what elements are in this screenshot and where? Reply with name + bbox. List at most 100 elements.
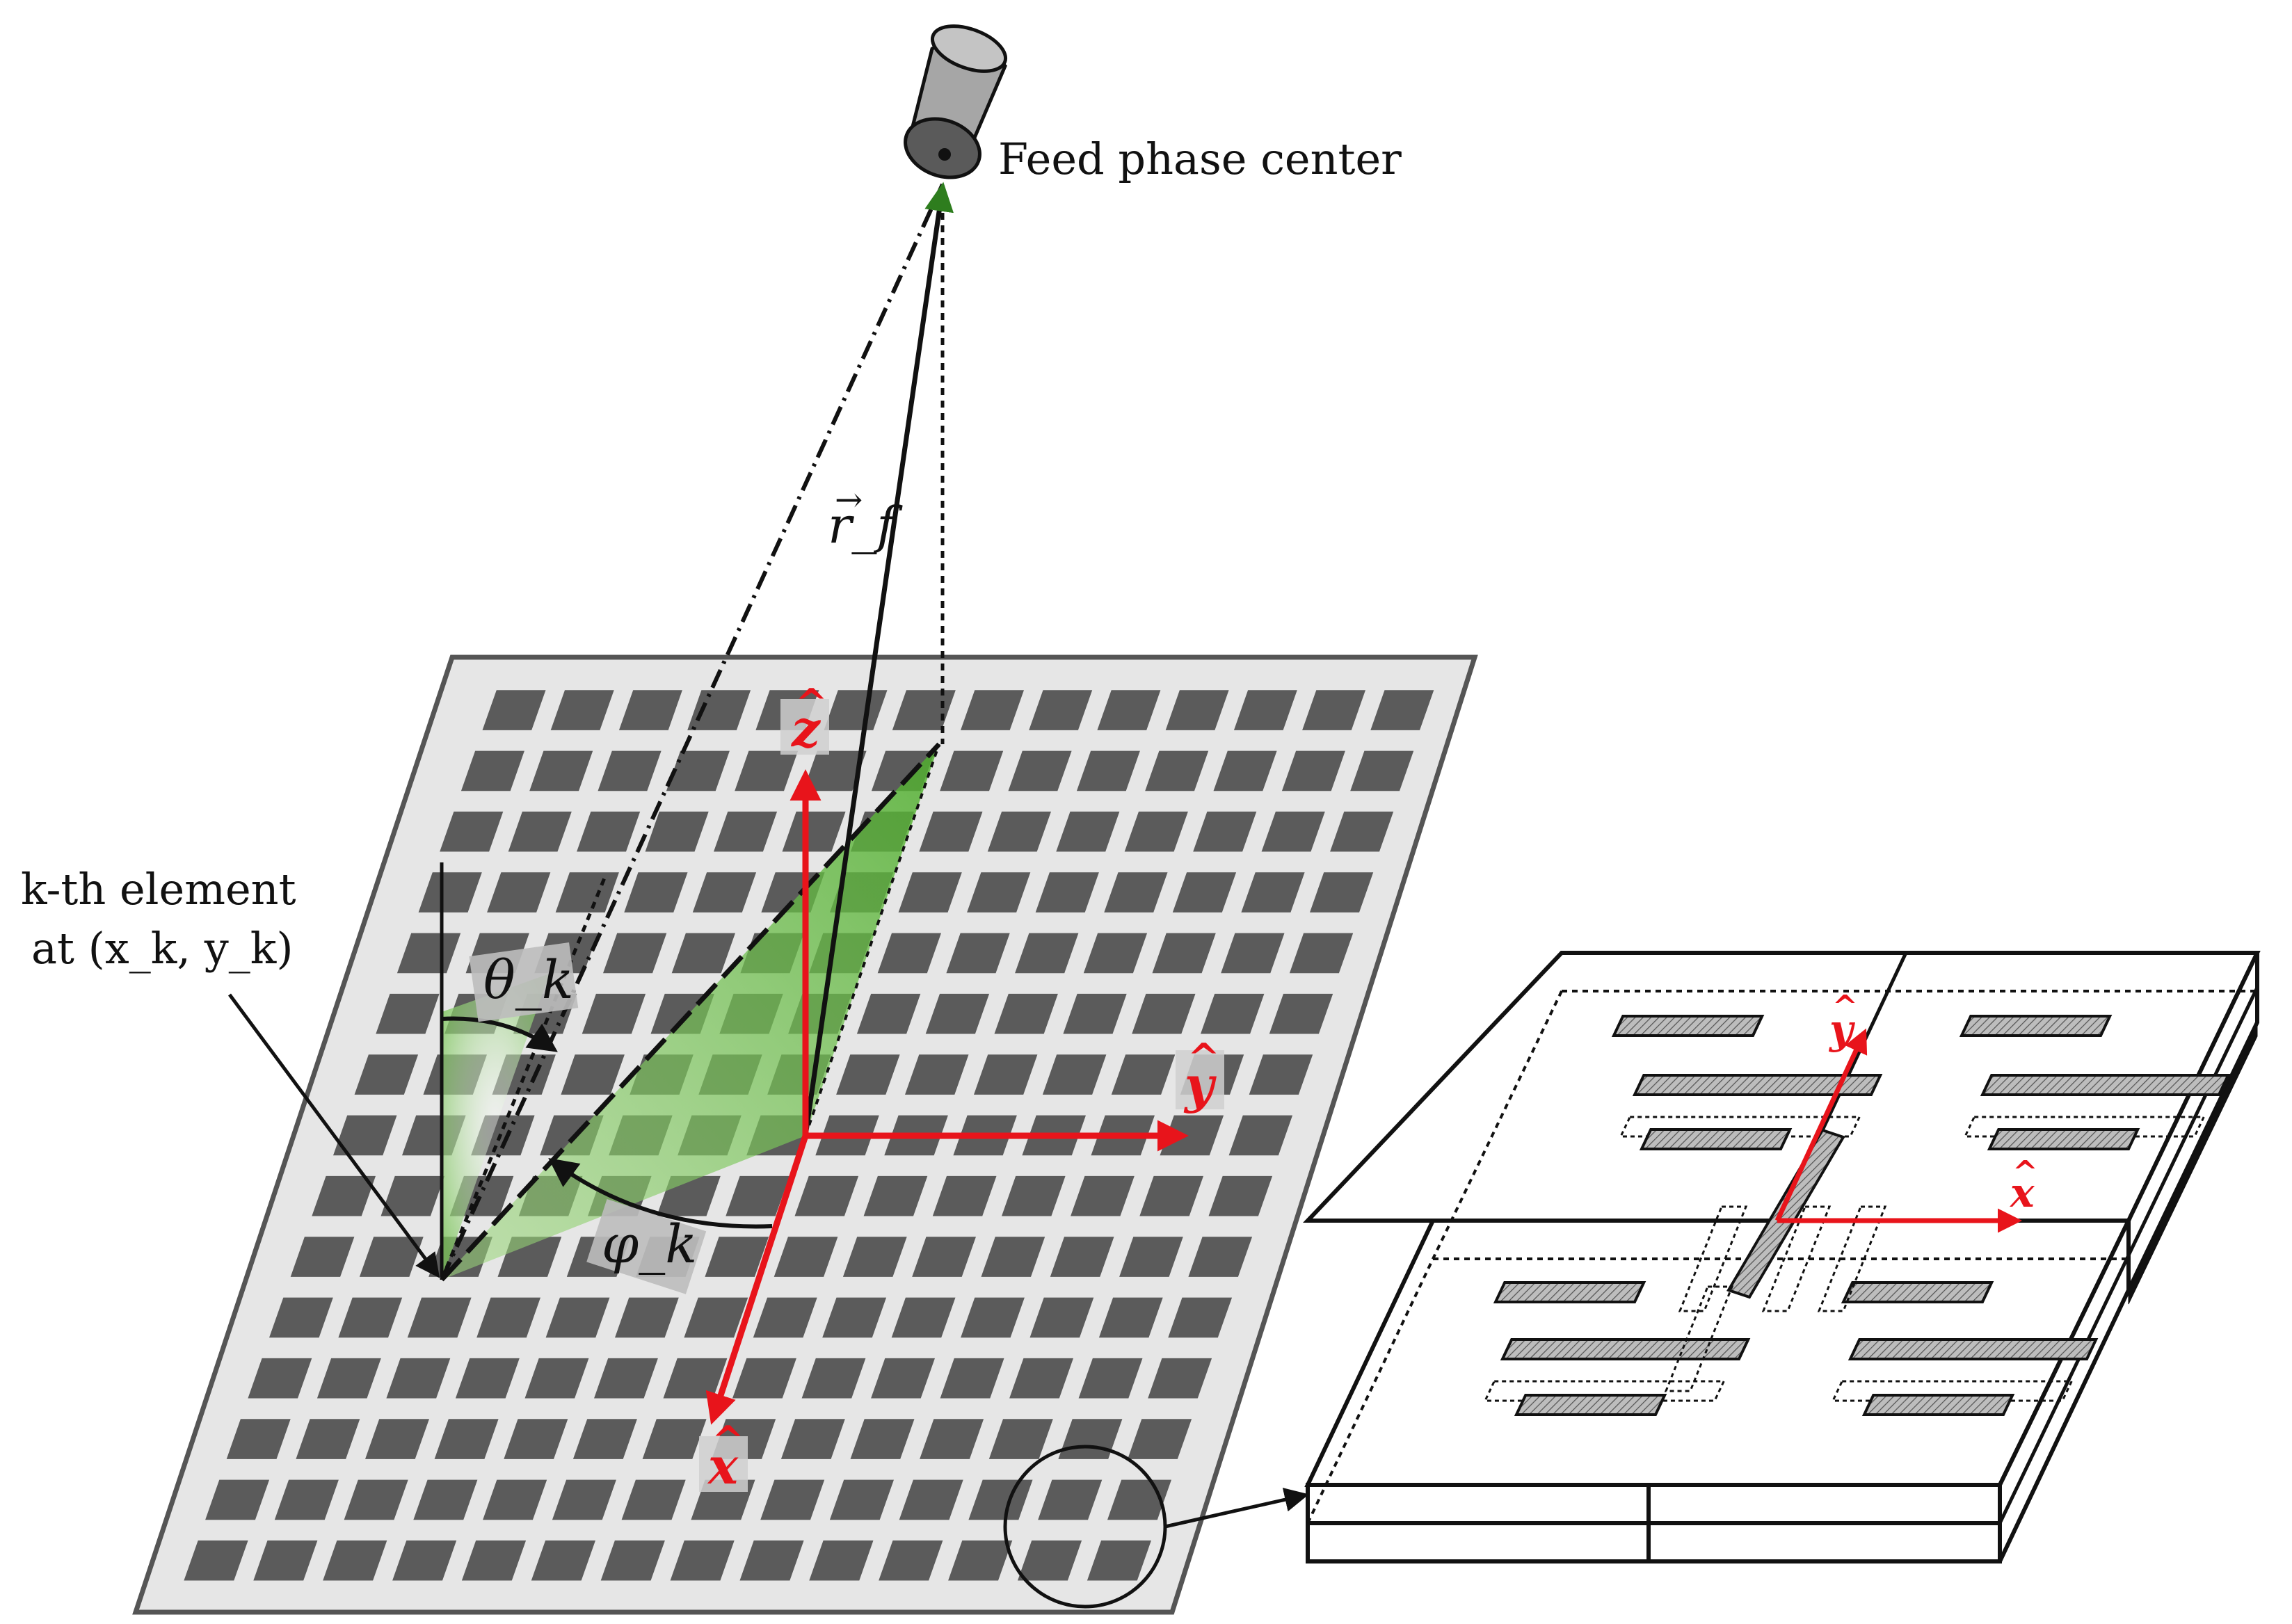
patch-element	[1087, 1540, 1151, 1581]
dipole-strip	[1500, 1338, 1751, 1360]
patch-element	[940, 750, 1004, 791]
patch-element	[1145, 750, 1209, 791]
dipole-strip	[1861, 1394, 2015, 1416]
patch-element	[987, 811, 1051, 852]
patch-element	[1063, 993, 1127, 1034]
patch-element	[1302, 690, 1365, 730]
patch-element	[354, 1054, 419, 1095]
cell-axes: x ^ y ^	[1774, 989, 2038, 1233]
cell-hidden-edge-4	[1306, 1258, 1434, 1524]
patch-element	[735, 750, 799, 791]
patch-element	[1188, 1237, 1253, 1277]
dipole-strip	[1848, 1338, 2099, 1360]
theta-dotted-line	[440, 876, 607, 1280]
patch-element	[1289, 933, 1354, 974]
patch-element	[1008, 750, 1072, 791]
cell-y-axis	[1774, 1028, 1868, 1222]
patch-element	[948, 1540, 1013, 1581]
patch-element	[877, 933, 941, 974]
patch-element	[1132, 993, 1196, 1034]
patch-element	[461, 1540, 527, 1581]
patch-element	[524, 1358, 589, 1399]
patch-element	[879, 1540, 943, 1581]
geometry-lines	[227, 182, 954, 1282]
patch-element	[645, 811, 709, 852]
patch-element	[440, 811, 504, 852]
patch-element	[670, 1540, 735, 1581]
patch-element	[392, 1540, 457, 1581]
patch-element	[1281, 750, 1345, 791]
patch-element	[961, 1297, 1025, 1338]
patch-element	[842, 1237, 907, 1277]
dipole-strip	[1980, 1074, 2231, 1096]
patch-element	[248, 1358, 312, 1399]
cell-y-hat: ^	[1832, 989, 1858, 1024]
dipole-strip	[1841, 1281, 1994, 1303]
patch-element	[1228, 1115, 1293, 1156]
patch-element	[621, 1479, 686, 1520]
patch-element	[594, 1358, 658, 1399]
patch-element	[359, 1237, 424, 1277]
patch-element	[487, 872, 551, 913]
patch-element	[296, 1419, 360, 1459]
patch-element	[253, 1540, 318, 1581]
patch-element	[269, 1297, 333, 1338]
patch-element	[1350, 750, 1414, 791]
patch-element	[1241, 872, 1305, 913]
coordinate-axes	[705, 769, 1189, 1425]
patch-element	[899, 1479, 963, 1520]
patch-element	[988, 1419, 1053, 1459]
y-axis-label: y	[1183, 1055, 1217, 1114]
patch-element	[1078, 1358, 1143, 1399]
patch-element	[1104, 872, 1168, 913]
phase-center-dot	[938, 148, 951, 161]
hidden-dipole-strip	[1619, 1116, 1861, 1138]
patch-element	[376, 993, 440, 1034]
y-axis-hat: ^	[1187, 1035, 1220, 1081]
hidden-dipole-strip	[1483, 1380, 1726, 1402]
dipole-strip	[1493, 1281, 1646, 1303]
patch-element	[338, 1297, 403, 1338]
patch-element	[919, 811, 983, 852]
patch-element	[598, 750, 662, 791]
dipole-strip	[1611, 1015, 1765, 1037]
unit-cell-detail	[1303, 951, 2261, 1563]
patch-element	[1193, 811, 1257, 852]
dipole-strip	[1987, 1128, 2140, 1150]
patch-element	[920, 1419, 984, 1459]
patch-element	[782, 811, 846, 852]
cell-front-layer-2	[1306, 1521, 2002, 1563]
x-axis-label: x	[707, 1436, 739, 1495]
patch-element	[1015, 933, 1079, 974]
patch-element	[529, 750, 593, 791]
rf-vector	[803, 182, 954, 1136]
patch-element	[316, 1358, 381, 1399]
dipole-strip	[1632, 1074, 1883, 1096]
patch-element	[184, 1540, 248, 1581]
patch-element	[1213, 750, 1277, 791]
patch-element	[1201, 993, 1265, 1034]
patch-element	[1042, 1054, 1107, 1095]
y-label-badge	[1176, 1050, 1224, 1109]
patch-element	[774, 1237, 838, 1277]
patch-element	[1310, 872, 1374, 913]
hidden-slot-outline	[1678, 1205, 1748, 1312]
feed-phase-center-label: Feed phase center	[998, 134, 1402, 184]
patch-element	[482, 690, 546, 730]
patch-element	[663, 1358, 728, 1399]
patch-element	[671, 933, 735, 974]
x-label-badge	[699, 1436, 748, 1492]
patch-element	[1124, 811, 1188, 852]
patch-element	[981, 1237, 1045, 1277]
patch-element	[666, 750, 730, 791]
patch-element	[561, 1054, 625, 1095]
patch-element	[732, 1358, 796, 1399]
patch-element	[1029, 690, 1093, 730]
patch-element	[274, 1479, 339, 1520]
patch-element	[822, 1297, 887, 1338]
patch-element	[925, 993, 990, 1034]
cell-front-right-layer	[1998, 1254, 2131, 1525]
patch-element	[905, 1054, 969, 1095]
patch-element	[600, 1540, 665, 1581]
center-feed-slot	[1726, 1128, 1845, 1299]
